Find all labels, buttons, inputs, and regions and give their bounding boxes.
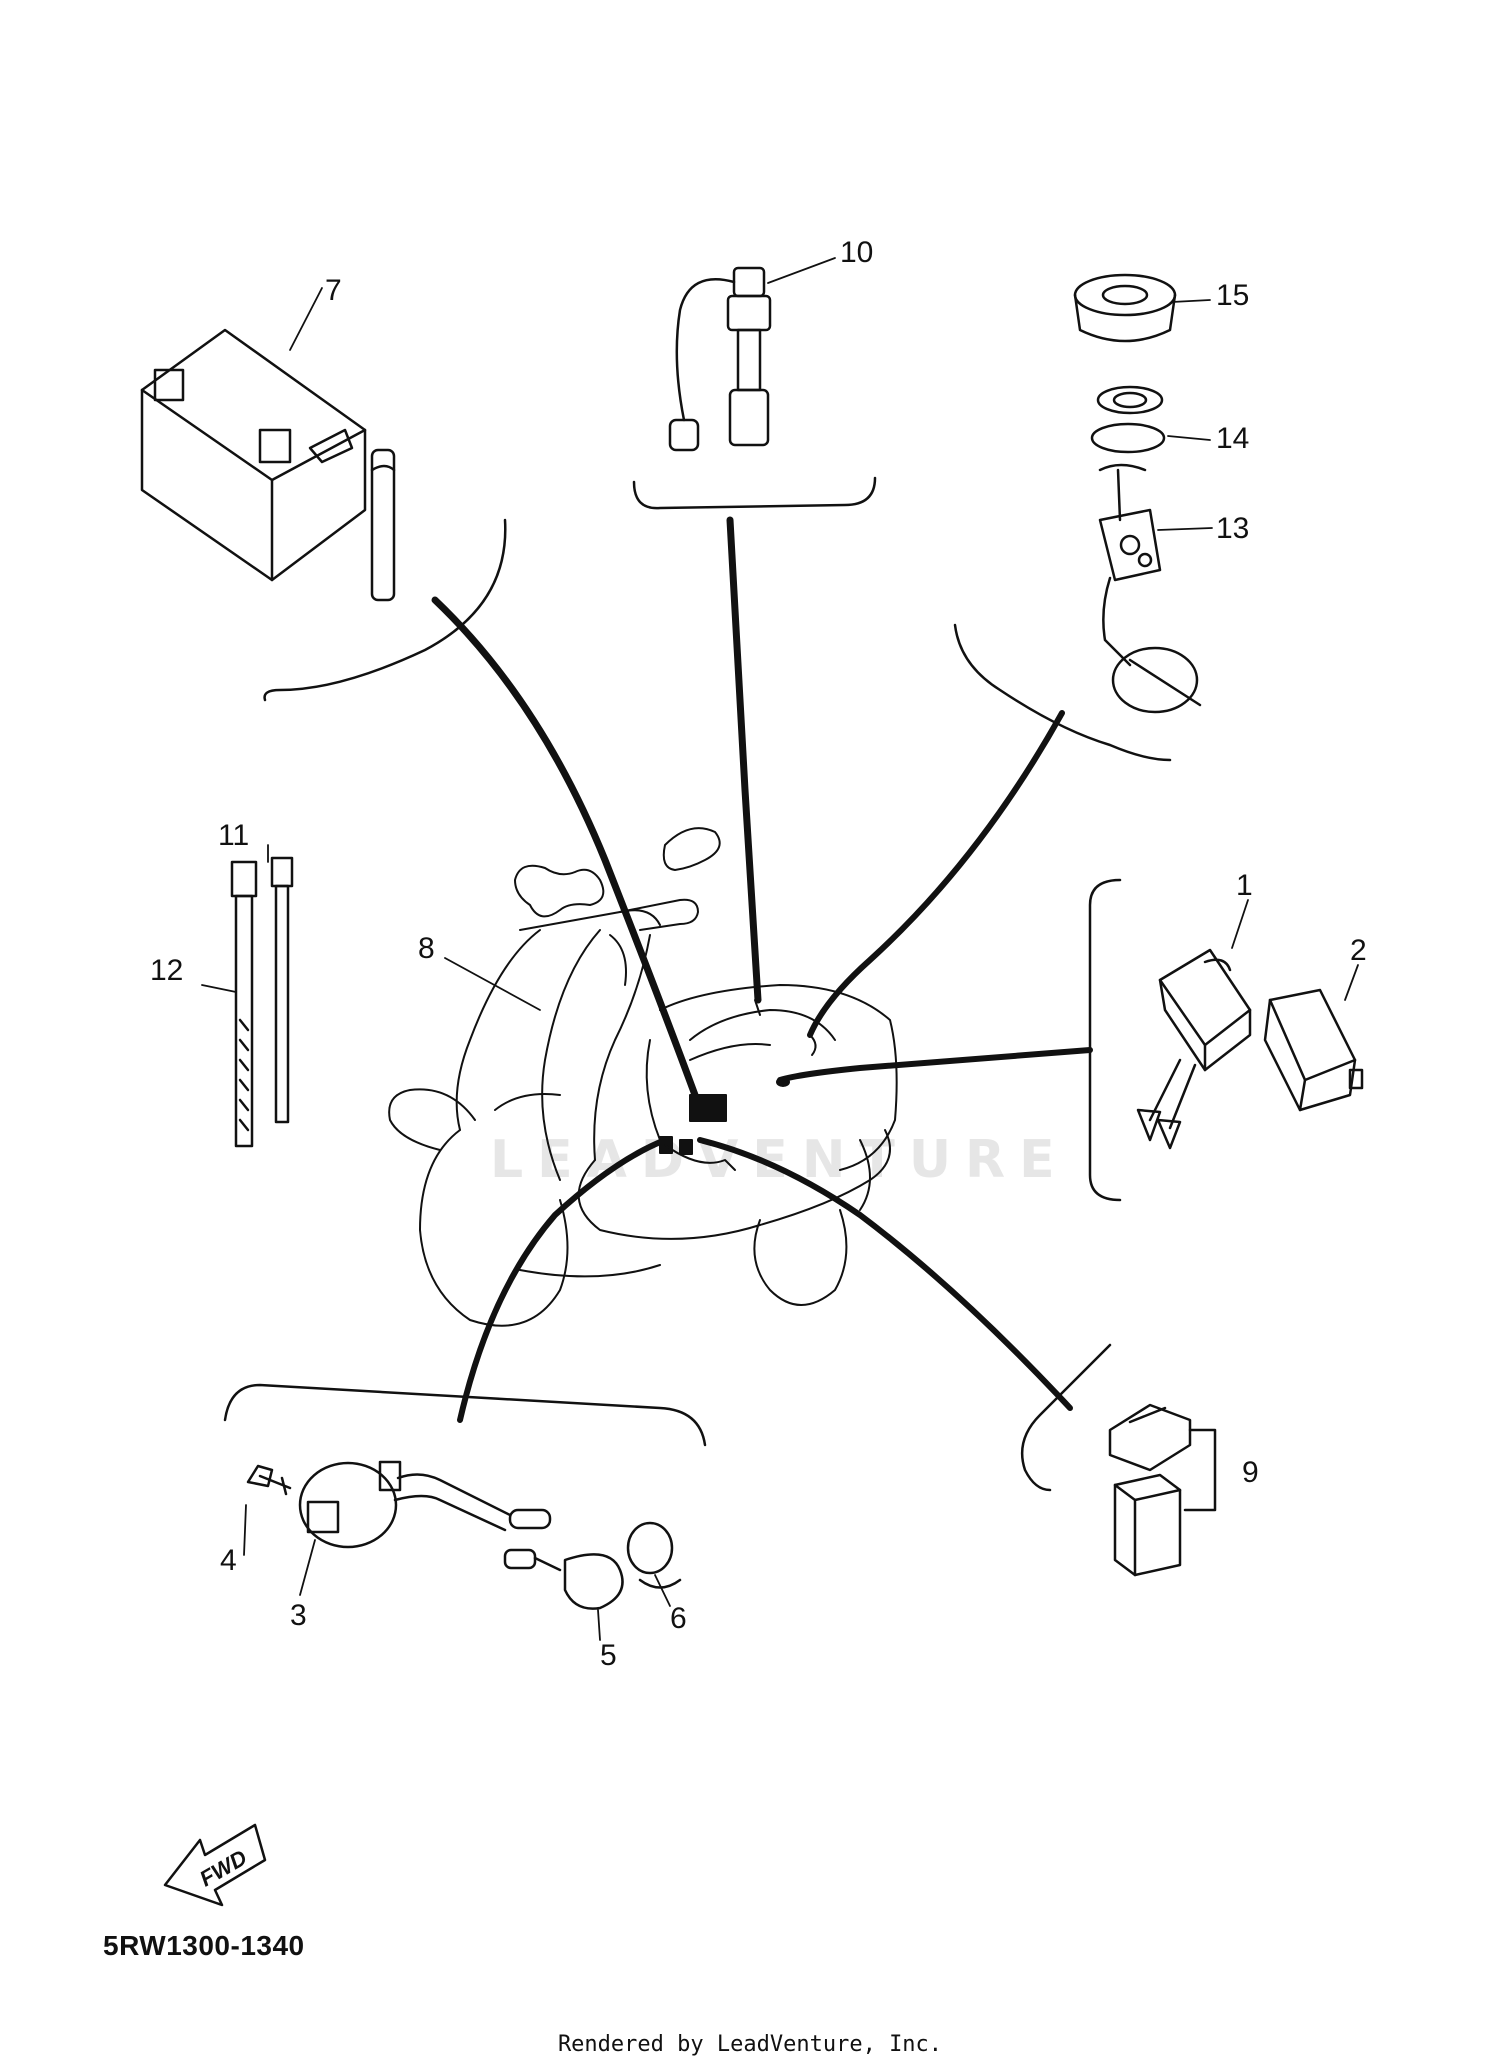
callout-15: 15 xyxy=(1216,279,1249,312)
rendered-by-footer: Rendered by LeadVenture, Inc. xyxy=(557,2032,943,2057)
callout-12: 12 xyxy=(150,954,183,987)
wire-relays xyxy=(777,1047,1093,1083)
callout-9: 9 xyxy=(1242,1456,1259,1489)
watermark: LEADVENTURE xyxy=(490,1130,1069,1190)
bracket-relays xyxy=(1088,878,1122,1202)
callout-1: 1 xyxy=(1236,869,1253,902)
ignition-coil xyxy=(246,1460,682,1610)
scooter-outline xyxy=(388,827,898,1327)
diagram-code: 5RW1300-1340 xyxy=(103,1930,305,1961)
callout-3: 3 xyxy=(290,1599,307,1632)
fwd-arrow-icon: FWD xyxy=(163,1823,267,1907)
relay-cube xyxy=(1263,988,1364,1112)
callout-7: 7 xyxy=(325,274,342,307)
wire-units xyxy=(697,1137,1073,1411)
callout-14: 14 xyxy=(1216,422,1249,455)
wire-sensor xyxy=(726,516,762,1004)
cable-ties xyxy=(230,856,294,1148)
bracket-sensor xyxy=(632,476,877,510)
bracket-fuel xyxy=(953,623,1172,762)
relay xyxy=(1136,948,1252,1150)
bracket-battery xyxy=(263,518,507,702)
wire-fuel xyxy=(807,710,1065,1038)
bracket-coil xyxy=(223,1383,707,1447)
fuel-sender xyxy=(1073,273,1202,714)
units xyxy=(1108,1403,1217,1577)
callout-5: 5 xyxy=(600,1639,617,1672)
wire-coil xyxy=(457,1137,668,1423)
callouts: 1 2 3 4 5 6 7 8 9 10 11 12 13 14 15 xyxy=(150,236,1367,1672)
leader-lines xyxy=(201,257,1359,1641)
callout-11: 11 xyxy=(218,819,249,852)
callout-8: 8 xyxy=(418,932,435,965)
scooter-connectors xyxy=(659,999,817,1171)
wire-battery xyxy=(431,596,699,1099)
callout-13: 13 xyxy=(1216,512,1249,545)
callout-10: 10 xyxy=(840,236,873,269)
bracket-units xyxy=(1020,1343,1112,1492)
callout-4: 4 xyxy=(220,1544,237,1577)
speed-sensor xyxy=(668,266,772,452)
callout-6: 6 xyxy=(670,1602,687,1635)
battery xyxy=(140,328,396,602)
callout-2: 2 xyxy=(1350,934,1367,967)
